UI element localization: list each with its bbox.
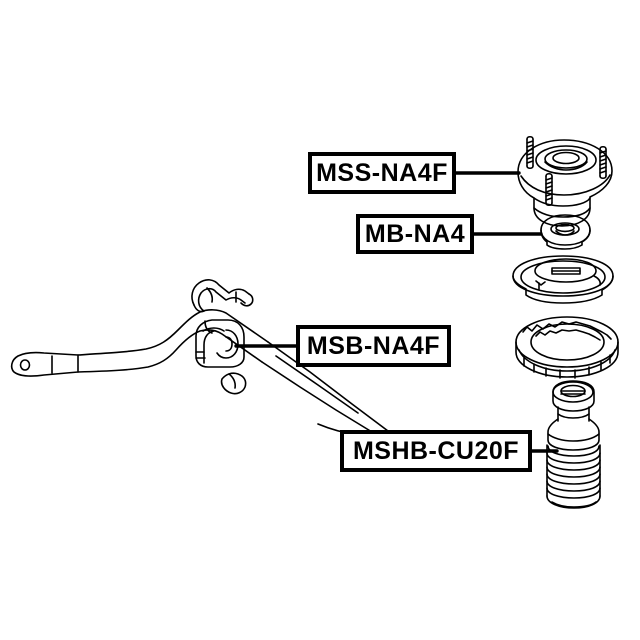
stabilizer-bushing-art [195,319,245,368]
spring-insulator-ring-art [515,316,619,379]
part-label-msb-na4f[interactable]: MSB-NA4F [296,325,451,367]
mount-stud [545,172,553,207]
part-label-mb-na4[interactable]: MB-NA4 [356,214,474,254]
bearing-washer-art [540,214,591,250]
dust-boot-art [546,380,601,509]
stabilizer-bracket-art [191,279,254,313]
part-label-mshb-cu20f[interactable]: MSHB-CU20F [340,430,532,472]
strut-mount-art [517,135,613,227]
part-label-mss-na4f[interactable]: MSS-NA4F [308,152,456,194]
mount-stud [526,135,534,170]
mount-stud [599,145,607,180]
stabilizer-bar-art [10,309,393,438]
upper-spring-seat-art [512,255,614,304]
